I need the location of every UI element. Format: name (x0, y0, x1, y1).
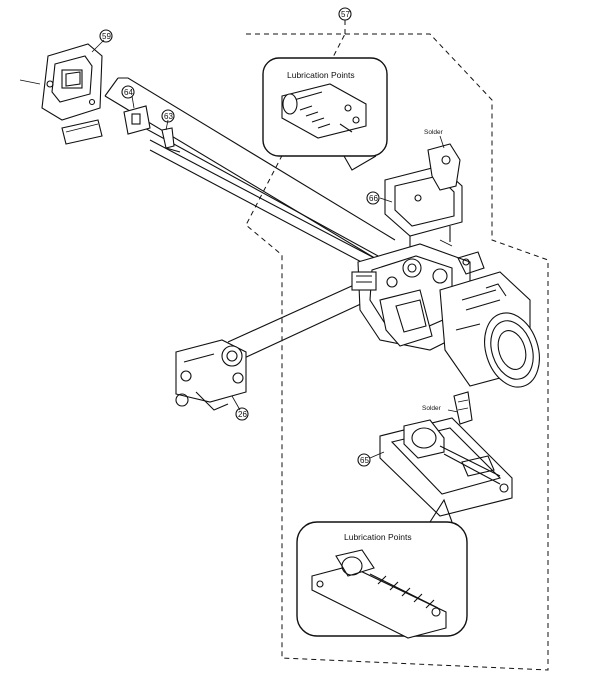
part-26-bracket (175, 339, 247, 411)
part-label-66: 66 (369, 194, 378, 203)
part-label-59: 59 (102, 32, 111, 41)
part-label-65: 65 (360, 456, 369, 465)
part-59-bracket (19, 43, 103, 145)
part-label-57: 57 (341, 10, 350, 19)
part-label-26: 26 (238, 410, 247, 419)
callout-bottom-title: Lubrication Points (344, 532, 412, 542)
central-mechanism (351, 243, 485, 351)
part-63-clip (161, 127, 181, 153)
leader-lines (91, 39, 459, 459)
solder-label-upper: Solder (424, 129, 444, 136)
lens-barrel (439, 271, 540, 388)
part-65-carriage (379, 391, 513, 517)
part-label-64: 64 (124, 88, 133, 97)
callout-top-title: Lubrication Points (287, 70, 355, 80)
callout-bottom (296, 498, 468, 639)
solder-label-lower: Solder (422, 405, 442, 412)
part-label-63: 63 (164, 112, 173, 121)
callout-top (262, 57, 388, 171)
part-64-washer (123, 105, 151, 135)
lower-shaft (227, 279, 379, 361)
part-66-bracket (384, 143, 463, 250)
assembly-boundary (245, 20, 549, 671)
